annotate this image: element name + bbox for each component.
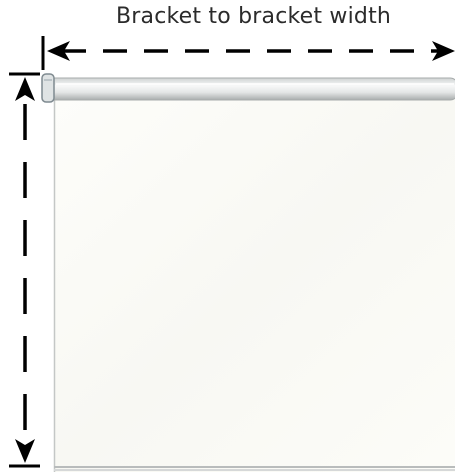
width-right-arrowhead <box>432 41 455 61</box>
height-bottom-arrowhead <box>15 439 35 463</box>
width-left-arrowhead <box>47 41 70 61</box>
height-dimension-arrow <box>9 72 40 468</box>
left-bracket <box>41 73 55 103</box>
height-top-arrowhead <box>15 77 35 101</box>
width-label: Bracket to bracket width <box>116 4 392 29</box>
blind-panel <box>53 98 455 472</box>
roller-tube <box>41 73 455 103</box>
blind-fabric <box>54 98 455 472</box>
width-dimension-arrow <box>41 36 455 70</box>
